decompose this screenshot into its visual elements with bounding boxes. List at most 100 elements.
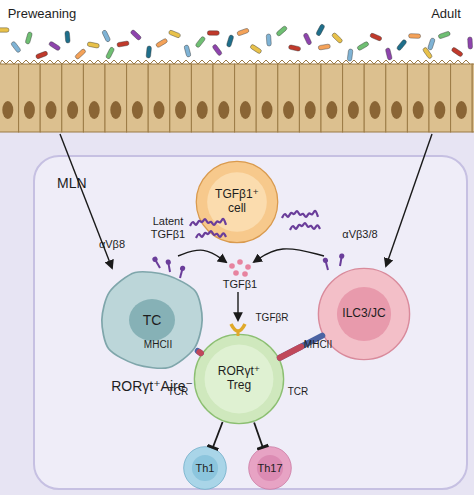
cell-nucleus — [262, 101, 273, 119]
bacterium — [451, 47, 463, 57]
receptor-head — [339, 253, 345, 259]
bacterium — [155, 38, 168, 48]
flow-arrow — [60, 134, 112, 268]
cell-nucleus — [129, 299, 175, 341]
epithelial-cell — [148, 64, 170, 132]
bacterium — [35, 51, 48, 59]
integrin-receptor — [337, 253, 344, 266]
bacterium — [117, 41, 130, 47]
cell-nucleus — [413, 101, 424, 119]
cell-nucleus — [434, 101, 445, 119]
stage-label: Adult — [431, 7, 461, 22]
epithelial-cell — [170, 64, 192, 132]
cell-nucleus — [240, 101, 251, 119]
epithelial-cell — [343, 64, 365, 132]
cell-node: RORγt⁺ Treg — [193, 333, 285, 425]
cell-nucleus — [391, 101, 402, 119]
cell-nucleus — [283, 101, 294, 119]
bacterium — [331, 32, 343, 44]
integrin-receptor — [177, 265, 185, 279]
bacterium — [303, 33, 312, 46]
cell-nucleus — [110, 101, 121, 119]
cell-nucleus — [348, 101, 359, 119]
receptor-stem — [326, 261, 328, 270]
cell-nucleus — [89, 101, 100, 119]
lymph-node-region: MLN TGFβ1⁺ cellTC RORγt⁺Aire⁻ ILC3/JC RORγt⁺… — [33, 155, 468, 490]
bacterium — [105, 47, 114, 60]
bacterium — [65, 31, 70, 43]
bacterium — [87, 42, 100, 49]
cell-node: ILC3/JC — [317, 267, 411, 361]
tgfb-molecule — [245, 264, 251, 270]
tgfb-receptor — [237, 331, 240, 336]
tgfb-molecule — [229, 263, 235, 269]
epithelial-cell — [429, 64, 451, 132]
integrin-receptor — [322, 257, 330, 271]
receptor-head — [151, 256, 158, 263]
bacterium — [288, 45, 301, 52]
receptor-head — [322, 257, 328, 263]
receptor-stem — [156, 260, 161, 268]
cell-name: TC — [132, 312, 172, 328]
bacterium — [207, 31, 219, 36]
bacterium — [347, 49, 353, 61]
cell-body — [249, 447, 292, 490]
cell-nucleus — [370, 101, 381, 119]
bacterium — [212, 44, 223, 56]
flow-arrow — [386, 134, 432, 266]
epithelial-cell — [451, 64, 473, 132]
integrin-receptor — [151, 256, 162, 270]
tissue-background — [0, 130, 474, 495]
cell-nucleus — [154, 101, 165, 119]
microvilli — [0, 60, 470, 64]
cell-nucleus — [205, 345, 274, 414]
epithelial-cell — [278, 64, 300, 132]
receptor-stem — [168, 263, 170, 272]
cell-nucleus — [326, 101, 337, 119]
bacterium — [396, 39, 407, 51]
integrin-receptor — [165, 259, 172, 272]
cell-node: TGFβ1⁺ cell — [195, 160, 279, 244]
bacterium — [11, 41, 22, 53]
epithelial-cell — [407, 64, 429, 132]
bacterium — [74, 48, 86, 59]
bacterium — [25, 32, 33, 45]
epithelial-cell — [256, 64, 278, 132]
bacterium — [370, 33, 383, 42]
cell-name: MLN — [57, 175, 87, 191]
cell-name: ILC3/JC — [336, 307, 392, 321]
epithelial-cell — [19, 64, 41, 132]
epithelial-cell — [127, 64, 149, 132]
bacterium — [468, 37, 473, 49]
bacterium — [237, 28, 250, 36]
receptor-stem — [340, 257, 342, 266]
tgfb-molecule — [233, 270, 239, 276]
flow-arrow — [237, 292, 238, 320]
bacterium — [168, 30, 181, 39]
cell-nucleus — [337, 287, 391, 341]
tgfb-molecule — [237, 259, 243, 265]
cell-name: TGFβ1⁺ cell — [207, 188, 267, 216]
cell-phenotype: RORγt⁺Aire⁻ — [111, 378, 193, 394]
cell-nucleus — [24, 101, 35, 119]
cell-nucleus — [456, 101, 467, 119]
bacterium — [146, 46, 152, 58]
cell-name: RORγt⁺ Treg — [208, 365, 270, 393]
bacterium — [195, 36, 206, 48]
inhibition-connector — [254, 422, 263, 447]
cell-nucleus — [305, 101, 316, 119]
bacterium — [130, 29, 142, 40]
epithelial-cell — [0, 64, 19, 132]
bacterium — [357, 41, 370, 51]
tgfb-receptor — [231, 324, 245, 331]
epithelial-cell — [386, 64, 408, 132]
epithelial-cell — [40, 64, 62, 132]
epithelial-cell — [213, 64, 235, 132]
tcr-segment — [199, 352, 201, 353]
mhc-tcr-contact — [280, 336, 322, 358]
receptor-stem — [180, 269, 182, 278]
epithelial-cell — [62, 64, 84, 132]
epithelial-cell — [235, 64, 257, 132]
